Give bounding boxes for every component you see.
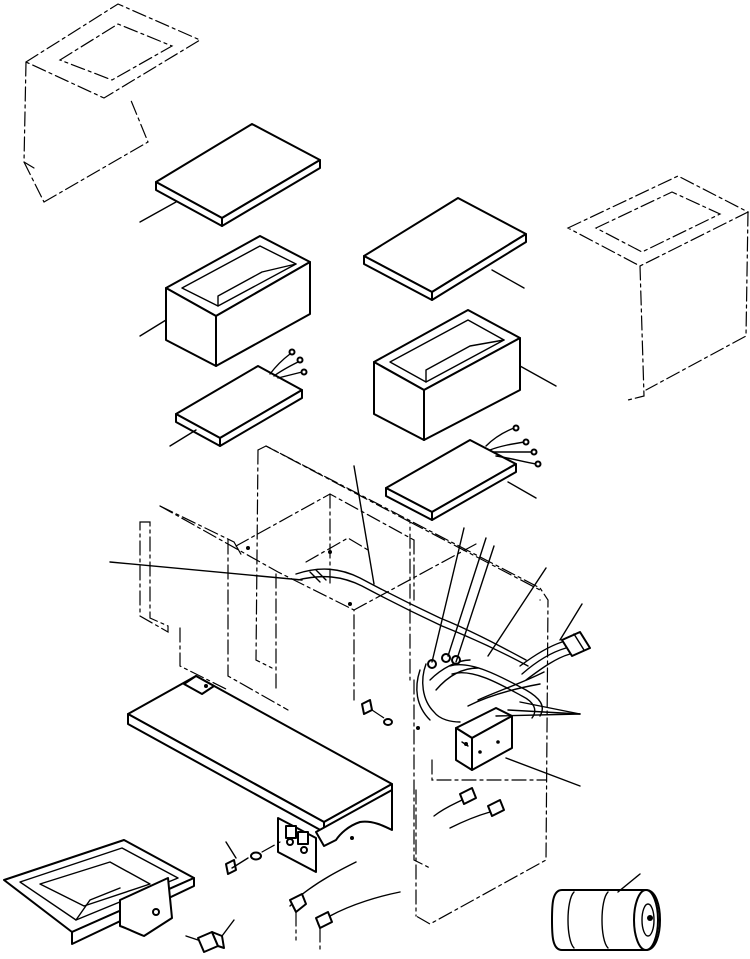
insulation-pad-top-right	[363, 197, 527, 301]
temperature-sensor	[185, 919, 235, 953]
mounting-bracket-frame	[139, 445, 549, 925]
washer	[250, 841, 281, 861]
oil-pan	[3, 839, 195, 945]
leader-lines	[109, 465, 583, 787]
tray-screws	[350, 699, 393, 840]
battery-tray	[127, 675, 393, 847]
cable-connectors	[289, 787, 505, 951]
battery-box-left	[139, 235, 311, 367]
insulation-pad-top-left	[139, 123, 321, 227]
cover-left	[23, 3, 202, 203]
bolt	[225, 841, 249, 875]
heater-pad-left	[169, 348, 308, 447]
cover-right	[566, 175, 750, 401]
filter-cartridge	[551, 873, 661, 951]
switch-panel	[277, 817, 317, 873]
battery-box-right	[373, 309, 557, 441]
relay-box	[455, 707, 513, 771]
heater-pad-right	[385, 424, 542, 521]
harness	[295, 568, 591, 723]
